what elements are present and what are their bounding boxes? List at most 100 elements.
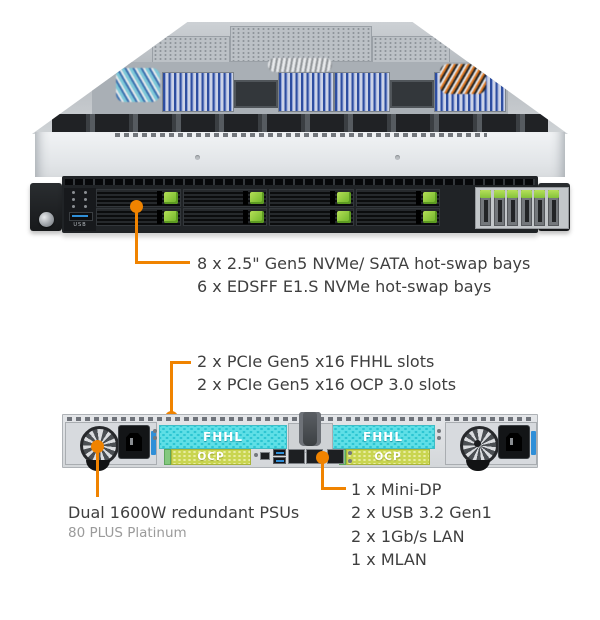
rear-led <box>153 429 157 433</box>
bay-release-clip <box>163 211 178 223</box>
rear-io-annotation-line3: 2 x 1Gb/s LAN <box>351 526 465 546</box>
psu-right <box>445 422 537 471</box>
bay-latch <box>156 210 162 224</box>
cable-bundle-center <box>268 58 332 72</box>
cable-bundle-right <box>440 64 486 94</box>
power-led <box>72 191 75 194</box>
psu-annotation-title: Dual 1600W redundant PSUs <box>68 503 300 522</box>
front-control-panel: USB <box>64 188 96 231</box>
rear-panel-right <box>372 36 450 64</box>
psu-clip-left <box>151 431 156 455</box>
lan-led <box>84 198 87 201</box>
edsff-clip <box>480 190 491 198</box>
dimm-bank-2 <box>278 72 334 112</box>
bay-latch <box>416 210 421 224</box>
usb-port-label: USB <box>73 222 87 228</box>
c14-socket <box>126 433 142 451</box>
bay-release-clip <box>250 211 264 223</box>
ocp-left-tab <box>164 449 171 465</box>
pcie-annotation-line1: 2 x PCIe Gen5 x16 FHHL slots <box>197 351 435 371</box>
callout-line-psu-v <box>95 446 99 497</box>
usb-tongue <box>276 460 284 462</box>
server-internals-top-view <box>32 22 568 134</box>
ocp-left-label: OCP <box>197 451 225 463</box>
bay-latch <box>156 191 162 205</box>
edsff-latch <box>511 200 516 222</box>
dimm-bank-1 <box>162 72 234 112</box>
edsff-latch <box>524 200 529 222</box>
rear-led <box>348 459 352 463</box>
ocp-slot-right: OCP <box>346 449 430 465</box>
ocp-right-label: OCP <box>374 451 402 463</box>
callout-line-rear-io-h <box>320 487 346 490</box>
bay-release-clip <box>423 192 437 204</box>
inlet-pin <box>510 438 513 445</box>
rear-riser-panel <box>230 26 372 62</box>
drive-bays-annotation-line1: 8 x 2.5" Gen5 NVMe/ SATA hot-swap bays <box>197 253 531 273</box>
bay-latch <box>243 210 248 224</box>
bay-release-clip <box>163 192 178 204</box>
rear-io-annotation-line2: 2 x USB 3.2 Gen1 <box>351 503 492 522</box>
edsff-drive <box>493 190 505 226</box>
drive-bays-annotation-line2: 6 x EDSFF E1.S NVMe hot-swap bays <box>197 277 492 296</box>
rear-led <box>153 436 157 440</box>
id-led <box>84 191 87 194</box>
psu-clip-right <box>531 431 536 455</box>
rear-led <box>437 429 441 433</box>
dimm-bank-3 <box>334 72 390 112</box>
edsff-drive <box>480 190 491 226</box>
cable-bundle-left <box>116 68 160 102</box>
edsff-drive <box>507 190 519 226</box>
rear-io-annotation-line1: 1 x Mini-DP <box>351 479 442 499</box>
edsff-clip <box>507 190 519 198</box>
c14-socket <box>506 433 522 451</box>
bay-latch <box>329 210 335 224</box>
psu-cable-strap-right <box>466 460 490 471</box>
cover-screw-right <box>395 155 400 160</box>
mlan-port <box>327 449 344 464</box>
drive-bay <box>96 189 181 207</box>
bay-latch <box>329 191 335 205</box>
usb-tongue <box>72 215 88 217</box>
pcie-annotation-line2: 2 x PCIe Gen5 x16 OCP 3.0 slots <box>197 375 457 394</box>
usb-port-top <box>273 449 286 456</box>
cover-screw-left <box>195 155 200 160</box>
lan-port-1 <box>288 449 305 464</box>
cpu-socket-2 <box>390 80 434 108</box>
callout-line-rear-io-v <box>320 457 324 490</box>
rack-ear-left <box>30 183 62 231</box>
callout-line-drive-bays-v <box>134 206 138 263</box>
front-usb-port <box>69 212 93 221</box>
drive-bay <box>269 189 354 207</box>
fhhl-slot-left: FHHL <box>159 425 287 449</box>
edsff-clip <box>520 190 532 198</box>
edsff-drive <box>520 190 532 226</box>
psu-left <box>65 422 157 471</box>
fhhl-slot-right: FHHL <box>331 425 435 449</box>
power-inlet-right <box>498 425 530 459</box>
edsff-drive <box>547 190 559 226</box>
riser-latch-handle <box>299 412 321 446</box>
rear-panel-left <box>152 36 230 64</box>
inlet-pin <box>130 438 133 445</box>
drive-bay <box>269 208 354 226</box>
edsff-latch <box>551 200 556 222</box>
rear-led <box>348 451 352 455</box>
rear-io-annotation: 1 x Mini-DP 2 x USB 3.2 Gen1 2 x 1Gb/s L… <box>351 478 492 572</box>
pcie-slots-annotation: 2 x PCIe Gen5 x16 FHHL slots 2 x PCIe Ge… <box>197 350 456 397</box>
edsff-latch <box>538 200 543 222</box>
callout-line-pcie-v <box>169 360 173 415</box>
bay-release-clip <box>250 192 264 204</box>
drive-bay-row-2 <box>96 208 440 226</box>
edsff-clip <box>534 190 546 198</box>
rear-io-annotation-line4: 1 x MLAN <box>351 550 427 569</box>
bezel-vent-row <box>65 179 535 185</box>
rear-led <box>254 453 258 457</box>
fan-row <box>52 114 548 134</box>
bay-release-clip <box>423 211 437 223</box>
drive-bay <box>182 208 267 226</box>
psu-fan-right <box>460 426 499 465</box>
edsff-drive-cage <box>475 187 569 229</box>
hdd-led <box>72 198 75 201</box>
edsff-drive <box>534 190 546 226</box>
